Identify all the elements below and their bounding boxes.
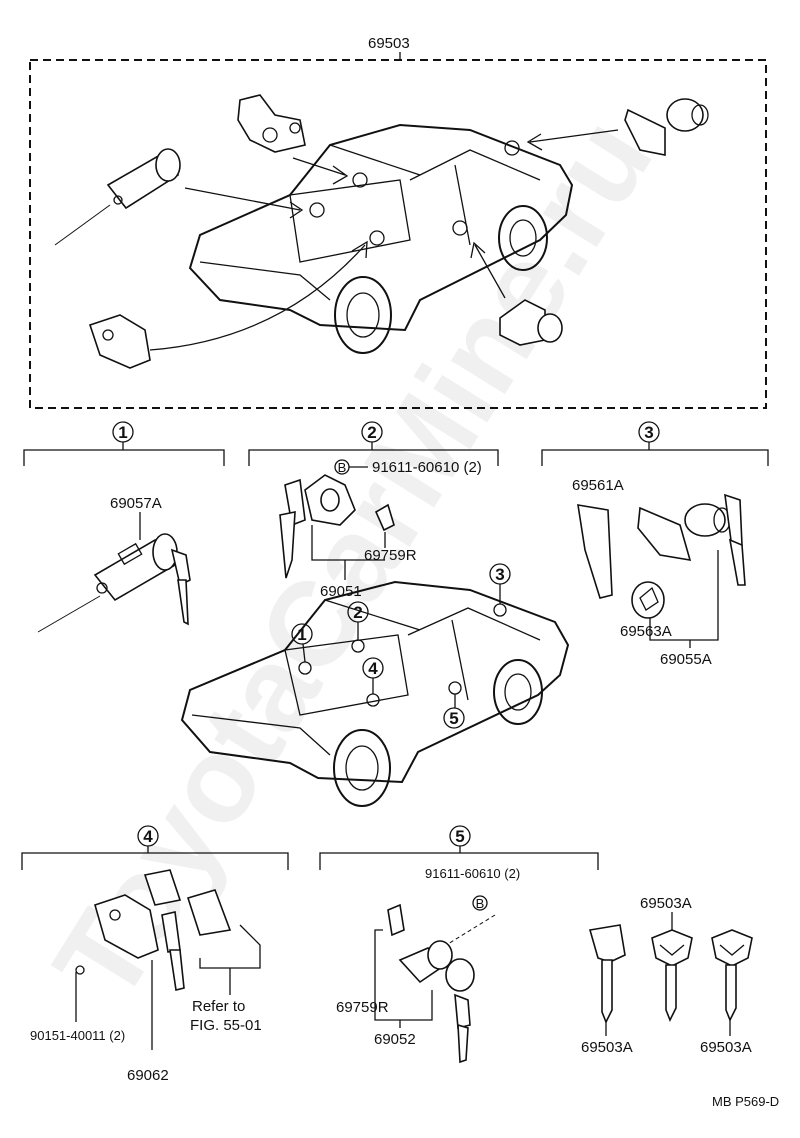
callout-2: 2 [367,423,376,442]
locator-callouts: 1 2 3 4 5 [291,563,511,729]
section5-part-69052: 69052 [374,1031,416,1048]
locator-callout-2: 2 [353,603,362,622]
callout-5: 5 [455,827,464,846]
section-2-header: 2 [248,421,499,466]
section5-bolt-part: 91611-60610 (2) [425,866,520,881]
section3-part-69055A: 69055A [660,651,712,668]
locator-callout-5: 5 [449,709,458,728]
front-door-lock-cylinder [279,474,395,579]
section5-part-69759R: 69759R [336,999,389,1016]
overview-hood-lock [88,314,151,369]
overview-arrows [149,129,619,351]
section-3-header: 3 [541,421,769,466]
overview-car [188,123,574,354]
section2-bolt-letter: B [338,460,347,475]
section-5-header: 5 [319,825,599,870]
locator-callout-1: 1 [297,625,306,644]
overview-door-lock-rear [499,299,563,346]
section2-bolt-part: 91611-60610 (2) [372,459,482,476]
key-right-label: 69503A [700,1039,752,1056]
section-4-header: 4 [21,825,289,870]
section4-screw-part: 90151-40011 (2) [30,1028,125,1043]
key-plain [588,924,626,1024]
key-left-label: 69503A [581,1039,633,1056]
locator-callout-3: 3 [495,565,504,584]
callout-4: 4 [143,827,153,846]
callout-1: 1 [118,423,127,442]
rear-door-lock-cylinder [387,903,475,1064]
section5-bolt-marker [472,895,488,911]
overview-door-lock-front [237,94,306,153]
section2-part-69759R: 69759R [364,547,417,564]
overview-part-number: 69503 [368,35,410,52]
callout-3: 3 [644,423,653,442]
section3-part-69563A: 69563A [620,623,672,640]
hood-lock-assembly [75,869,232,991]
trunk-lock-assembly [577,493,746,619]
section4-part-69062: 69062 [127,1067,169,1084]
section5-bolt-letter: B [476,896,485,911]
ignition-lock-cylinder [37,533,191,633]
section3-part-69561A: 69561A [572,477,624,494]
section-1-header: 1 [23,421,225,466]
key-emblem-right [711,929,753,1022]
overview-ignition-cylinder [54,148,181,246]
section4-refer-line1: Refer to [192,998,245,1015]
key-top-label: 69503A [640,895,692,912]
section2-part-69051: 69051 [320,583,362,600]
overview-trunk-lock [624,98,709,156]
section1-part-69057A: 69057A [110,495,162,512]
key-emblem-center [651,929,693,1022]
locator-callout-4: 4 [368,659,378,678]
section4-refer-line2: FIG. 55-01 [190,1017,262,1034]
overview-frame [29,59,767,409]
figure-code: MB P569-D [712,1094,779,1109]
